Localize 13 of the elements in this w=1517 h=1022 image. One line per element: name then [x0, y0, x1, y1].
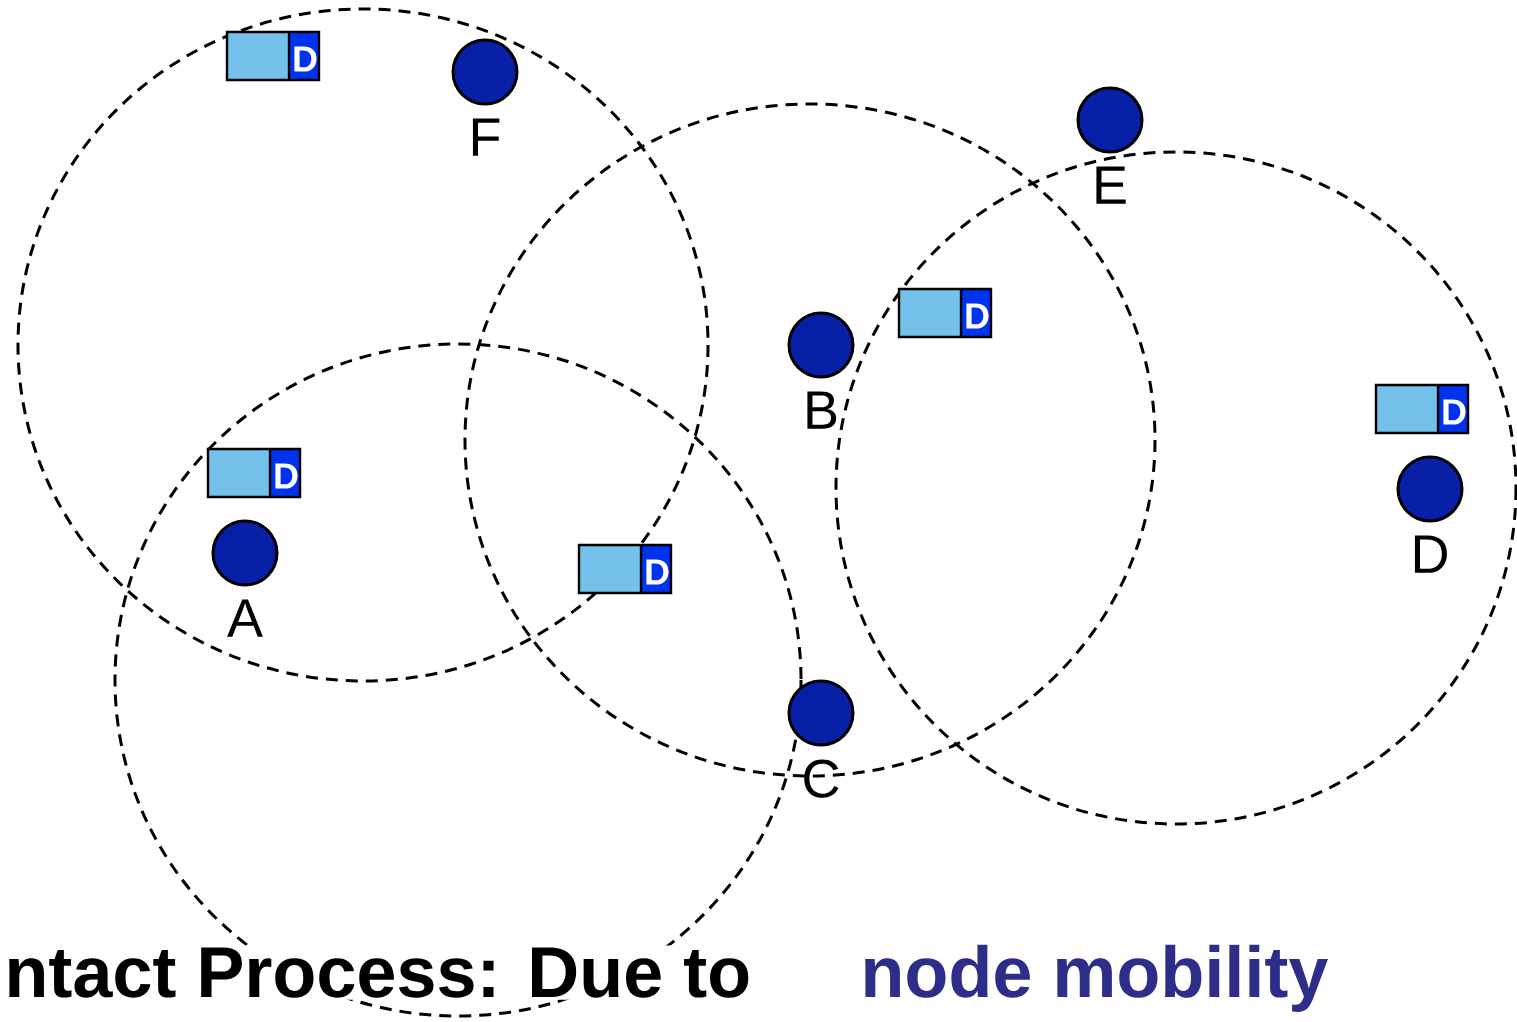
message-box: D — [577, 543, 673, 595]
caption-text: ntact Process: Due to — [2, 945, 754, 1000]
node-label: C — [804, 759, 839, 798]
node-label: D — [1414, 535, 1447, 573]
node-label: A — [227, 599, 263, 637]
message-box: D — [206, 447, 302, 499]
message-box: D — [1374, 383, 1470, 435]
node-label: F — [472, 118, 500, 156]
message-box: D — [225, 30, 321, 82]
caption-highlight: node mobility — [858, 942, 1331, 1014]
node-label: E — [1096, 166, 1126, 204]
node-label: B — [807, 391, 837, 429]
message-box: D — [897, 287, 993, 339]
